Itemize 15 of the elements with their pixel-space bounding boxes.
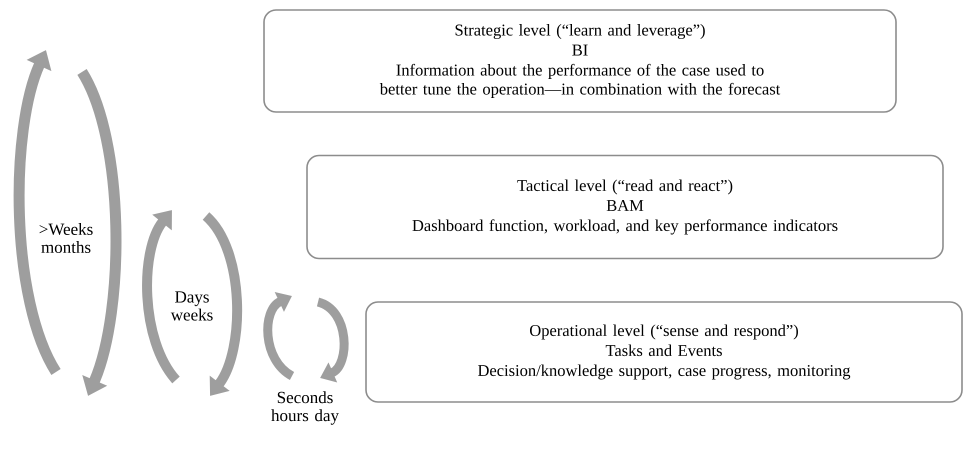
system-name: BAM [606, 200, 644, 211]
time-label: >Weeks months [40, 223, 93, 253]
level-heading: Strategic level (“learn and leverage”) [456, 24, 705, 40]
system-name: Tasks and Events [606, 344, 722, 356]
level-description: Dashboard function, workload, and key performance indicators [412, 219, 838, 234]
time-label: Seconds hours day [271, 391, 339, 425]
level-description: Information about the performance of the case used to better tune the operation—in combination with the forecast [380, 64, 780, 98]
level-heading: Operational level (“sense and respond”) [530, 324, 798, 340]
time-label: Days weeks [170, 291, 213, 321]
level-description: Decision/knowledge support, case progress, monitoring [478, 364, 850, 380]
level-box [306, 154, 944, 260]
system-name: BI [572, 44, 588, 56]
level-box [365, 301, 963, 403]
level-box [263, 9, 897, 113]
level-heading: Tactical level (“read and react”) [517, 180, 732, 194]
